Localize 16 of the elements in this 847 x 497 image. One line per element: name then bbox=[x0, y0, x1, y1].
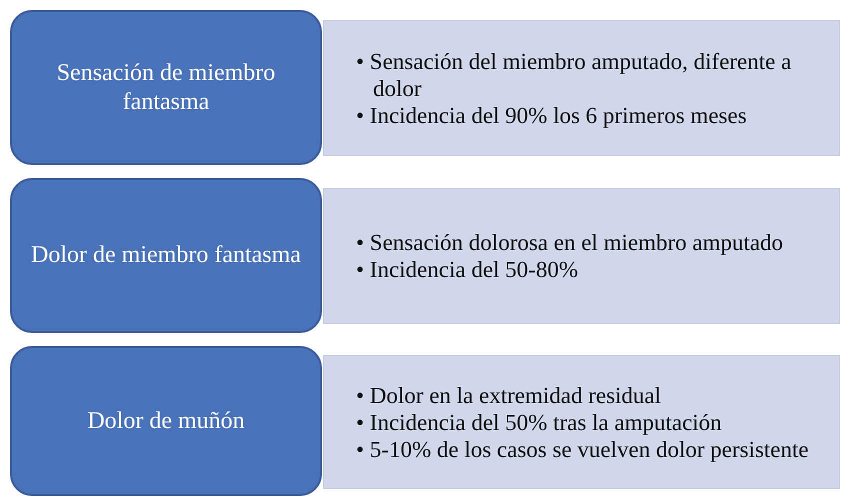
category-title: Sensación de miembro fantasma bbox=[56, 58, 276, 116]
bullet-text: • Incidencia del 50% tras la amputación bbox=[356, 408, 723, 436]
bullet-text: • Dolor en la extremidad residual bbox=[356, 382, 662, 408]
category-box bbox=[10, 178, 322, 333]
bullet-text: • Sensación del miembro amputado, diferente a dolor bbox=[356, 48, 792, 102]
bullet-text: • Sensación dolorosa en el miembro amputado bbox=[356, 229, 784, 256]
bullet-text: • 5-10% de los casos se vuelven dolor persistente bbox=[356, 436, 809, 462]
category-title: Dolor de muñón bbox=[87, 406, 245, 436]
detail-panel bbox=[323, 355, 840, 489]
category-box bbox=[10, 346, 322, 496]
category-box bbox=[10, 10, 322, 165]
detail-panel bbox=[323, 20, 840, 156]
bullet-text: • Incidencia del 90% los 6 primeros meses bbox=[356, 102, 748, 128]
detail-panel bbox=[323, 188, 840, 324]
category-title: Dolor de miembro fantasma bbox=[31, 241, 301, 270]
bullet-text: • Incidencia del 50-80% bbox=[356, 256, 579, 283]
